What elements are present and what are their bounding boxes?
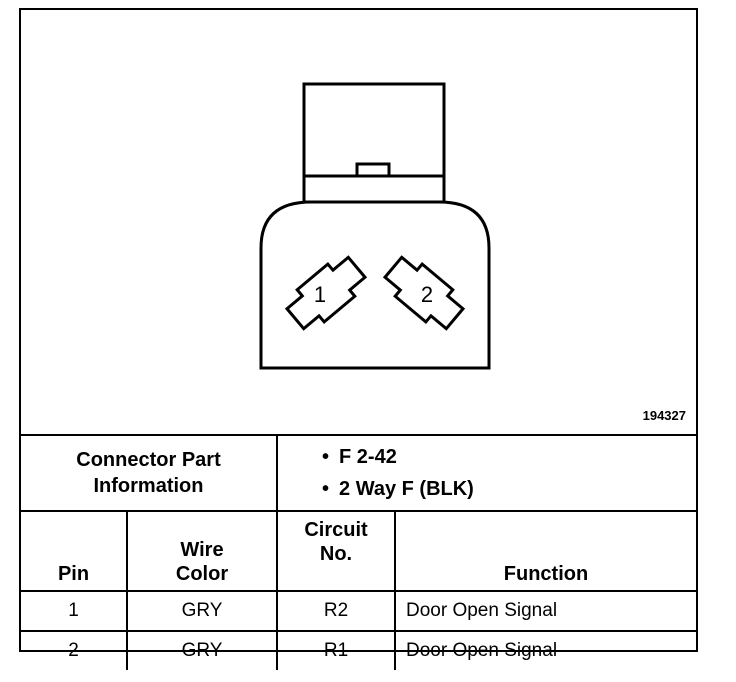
part-info-items: F 2-42 2 Way F (BLK) xyxy=(276,434,696,512)
table-row: 2 GRY R1 Door Open Signal xyxy=(21,630,696,670)
connector-body xyxy=(259,200,491,370)
cell-wire-color: GRY xyxy=(126,590,278,632)
table-row: 1 GRY R2 Door Open Signal xyxy=(21,590,696,632)
cell-pin: 1 xyxy=(21,590,128,632)
header-circuit-no: Circuit No. xyxy=(276,510,396,592)
cell-circuit: R1 xyxy=(276,630,396,670)
cell-pin: 2 xyxy=(21,630,128,670)
connector-figure: 1 2 194327 Connector Part Information F … xyxy=(19,8,698,670)
header-wire-color: Wire Color xyxy=(126,510,278,592)
part-info-label: Connector Part Information xyxy=(21,434,278,512)
connector-info-table: Connector Part Information F 2-42 2 Way … xyxy=(21,434,696,670)
connector-lock-housing xyxy=(302,82,446,204)
pin-cavity-1 xyxy=(284,255,368,331)
header-circuit-no-text: Circuit No. xyxy=(304,519,368,565)
cell-wire-color: GRY xyxy=(126,630,278,670)
pin-label-1: 1 xyxy=(314,282,326,307)
pin-cavity-2 xyxy=(382,255,466,331)
cell-circuit: R2 xyxy=(276,590,396,632)
pin-label-2: 2 xyxy=(421,282,433,307)
part-info-row: Connector Part Information F 2-42 2 Way … xyxy=(21,434,696,512)
connector-drawing: 1 2 xyxy=(259,82,491,370)
part-info-item: 2 Way F (BLK) xyxy=(322,473,696,505)
part-info-item: F 2-42 xyxy=(322,441,696,473)
header-function: Function xyxy=(394,510,696,592)
header-pin: Pin xyxy=(21,510,128,592)
header-wire-color-text: Wire Color xyxy=(175,539,229,585)
connector-diagram: 1 2 194327 xyxy=(21,10,696,434)
figure-number: 194327 xyxy=(642,408,686,423)
cell-function: Door Open Signal xyxy=(394,590,696,632)
cell-function: Door Open Signal xyxy=(394,630,696,670)
lock-tab xyxy=(355,162,391,178)
part-info-label-text: Connector Part Information xyxy=(76,449,221,497)
table-header-row: Pin Wire Color Circuit No. Function xyxy=(21,510,696,592)
